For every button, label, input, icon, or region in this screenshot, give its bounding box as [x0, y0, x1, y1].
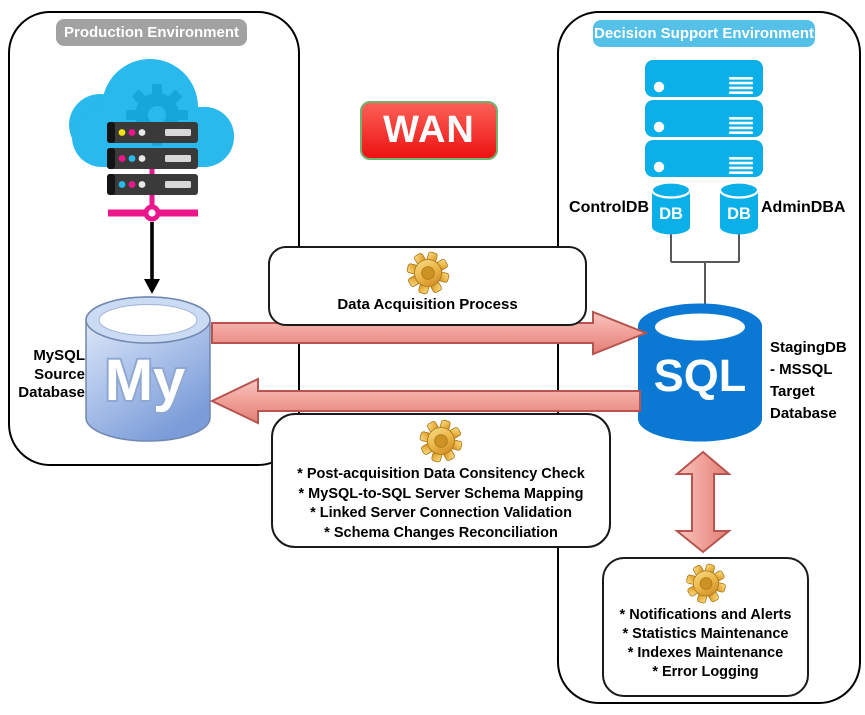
production-environment-container	[8, 11, 300, 466]
maintenance-process-box: * Notifications and Alerts * Statistics …	[602, 557, 809, 697]
db-cylinders-group: DB DB	[650, 181, 760, 304]
post-acquisition-process-box: * Post-acquisition Data Consitency Check…	[271, 413, 611, 548]
stagingdb-label-line: Database	[770, 405, 837, 422]
cloud-servers-icon	[69, 59, 234, 294]
stagingdb-label-line: Target	[770, 383, 815, 400]
mysql-label-line: Database	[18, 384, 85, 401]
server-rack-bars	[107, 122, 198, 195]
task-item: * MySQL-to-SQL Server Schema Mapping	[298, 485, 584, 502]
sql-server-database-icon: SQL	[638, 303, 762, 442]
admindba-label: AdminDBA	[761, 199, 846, 216]
task-item: * Indexes Maintenance	[627, 645, 784, 661]
production-environment-label-text: Production Environment	[63, 24, 239, 41]
mysql-label-line: MySQL	[33, 347, 85, 364]
sql-icon-text: SQL	[654, 350, 747, 401]
mysql-icon-text: My	[105, 348, 186, 413]
task-item: * Schema Changes Reconciliation	[324, 524, 558, 541]
task-item: * Linked Server Connection Validation	[310, 505, 572, 521]
post-acquisition-task-list: * Post-acquisition Data Consitency Check…	[297, 465, 585, 543]
controldb-icon-text: DB	[659, 205, 683, 223]
decision-support-environment-container	[557, 11, 861, 704]
controldb-label: ControlDB	[569, 199, 649, 216]
task-item: * Statistics Maintenance	[622, 626, 789, 642]
acquisition-process-title: Data Acquisition Process	[337, 296, 518, 313]
black-down-arrow-icon	[144, 222, 160, 294]
decision-support-environment-label-text: Decision Support Environment	[593, 25, 815, 42]
production-environment-label: Production Environment	[56, 19, 247, 46]
mysql-database-icon: My	[85, 296, 211, 442]
decision-support-environment-label: Decision Support Environment	[593, 20, 815, 47]
gear-icon	[406, 251, 449, 295]
wan-badge: WAN	[360, 101, 498, 160]
maintenance-task-list: * Notifications and Alerts * Statistics …	[620, 606, 792, 682]
mysql-label: MySQL Source Database	[12, 347, 85, 403]
admindba-icon-text: DB	[727, 205, 751, 223]
gear-icon	[419, 419, 463, 463]
task-item: * Notifications and Alerts	[619, 607, 792, 623]
db-connector-lines	[670, 234, 740, 304]
wan-label-text: WAN	[383, 109, 475, 151]
stagingdb-label-line: - MSSQL	[770, 361, 833, 378]
stagingdb-label: StagingDB - MSSQL Target Database	[770, 337, 865, 425]
server-stack-icon	[645, 60, 763, 177]
controldb-cylinder-icon: DB	[650, 181, 692, 235]
data-acquisition-process-box: Data Acquisition Process	[268, 246, 587, 326]
task-item: * Error Logging	[652, 664, 759, 680]
admindba-cylinder-icon: DB	[718, 181, 760, 235]
stagingdb-label-line: StagingDB	[770, 339, 847, 356]
mysql-label-line: Source	[34, 365, 85, 383]
task-item: * Post-acquisition Data Consitency Check	[297, 466, 585, 482]
gear-icon	[685, 563, 726, 604]
